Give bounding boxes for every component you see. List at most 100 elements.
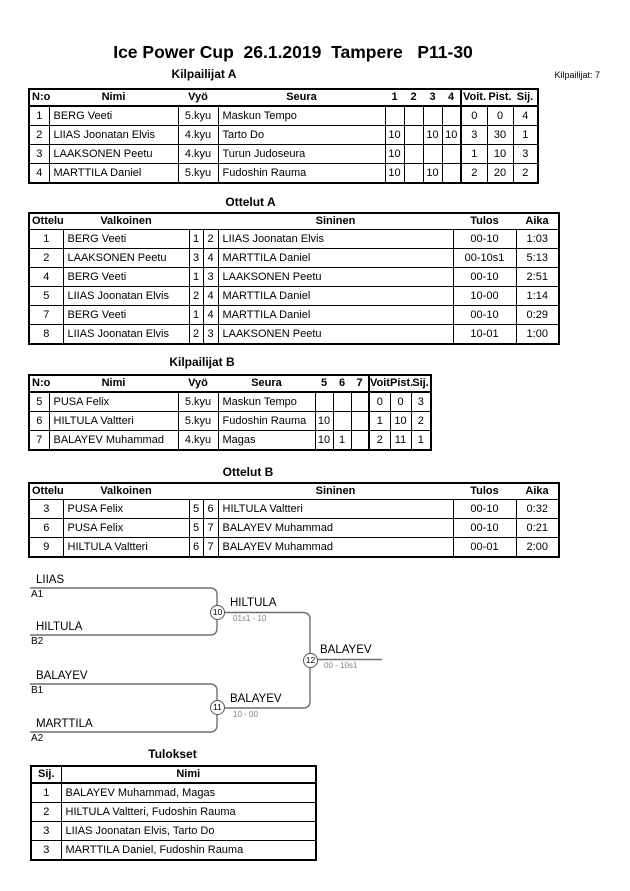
- table-row: 3 LIIAS Joonatan Elvis, Tarto Do: [30, 821, 317, 841]
- matches-b-header-row: Ottelu Valkoinen Sininen Tulos Aika: [29, 482, 559, 500]
- bracket-line-sf2-bottom: [30, 714, 218, 733]
- bracket-match-number-badge: 10: [210, 605, 225, 620]
- cell-name: BALAYEV Muhammad: [48, 430, 179, 451]
- col-header-round3: 3: [423, 88, 442, 107]
- matches-a-heading: Ottelut A: [225, 195, 276, 209]
- table-row: 5 PUSA Felix 5.kyu Maskun Tempo 0 0 3: [28, 391, 432, 412]
- cell-white-no: 6: [188, 537, 204, 558]
- col-header-name: Nimi: [49, 374, 178, 393]
- cell-name: MARTTILA Daniel: [48, 163, 179, 184]
- bracket-winner-label: BALAYEV: [230, 693, 282, 705]
- bracket-line-sf1-top: [30, 587, 218, 606]
- col-header-place: Sij.: [30, 765, 62, 784]
- col-header-club: Seura: [218, 88, 385, 107]
- bracket-competitor-label: HILTULA: [36, 621, 83, 633]
- table-row: 7 BALAYEV Muhammad 4.kyu Magas 10 1 2 11…: [28, 430, 432, 451]
- cell-white-name: BERG Veeti: [62, 305, 190, 325]
- col-header-round2: 2: [404, 88, 423, 107]
- matches-b-heading: Ottelut B: [222, 465, 274, 479]
- cell-result: 00-10: [452, 267, 517, 287]
- cell-name: LAAKSONEN Peetu: [48, 144, 179, 164]
- results-table: Sij. Nimi 1 BALAYEV Muhammad, Magas 2 HI…: [30, 765, 317, 861]
- pool-a-header-row: N:o Nimi Vyö Seura 1 2 3 4 Voit. Pist. S…: [29, 88, 538, 107]
- cell-points: 20: [486, 163, 514, 184]
- col-header-name: Nimi: [49, 88, 178, 107]
- col-header-no: N:o: [29, 374, 50, 393]
- col-header-place: Sij.: [513, 88, 538, 107]
- bracket-match-number-badge: 12: [303, 653, 318, 668]
- cell-round: 10: [314, 430, 334, 451]
- cell-place: 2: [410, 411, 432, 431]
- bracket-line-sf1-winner: [224, 611, 311, 653]
- cell-white-name: PUSA Felix: [62, 518, 190, 538]
- cell-place: 3: [30, 840, 62, 861]
- col-header-belt: Vyö: [178, 374, 218, 393]
- col-header-round7: 7: [351, 374, 369, 393]
- results-header-row: Sij. Nimi: [30, 765, 317, 784]
- table-row: 5 LIIAS Joonatan Elvis 2 4 MARTTILA Dani…: [28, 286, 560, 306]
- cell-time: 1:03: [515, 229, 560, 249]
- cell-name: LIIAS Joonatan Elvis: [48, 125, 179, 145]
- bracket-line-sf1-bottom: [30, 619, 218, 636]
- col-header-belt: Vyö: [178, 88, 218, 107]
- col-header-name: Nimi: [60, 765, 317, 784]
- col-header-club: Seura: [218, 374, 315, 393]
- col-header-wins: Voit.: [460, 88, 487, 107]
- bracket-line-sf2-winner: [224, 667, 311, 709]
- bracket-match-number-badge: 11: [210, 700, 225, 715]
- cell-result: 00-10: [452, 518, 517, 538]
- table-row: 2 LAAKSONEN Peetu 3 4 MARTTILA Daniel 00…: [28, 248, 560, 268]
- col-header-round4: 4: [442, 88, 461, 107]
- table-row: 6 HILTULA Valtteri 5.kyu Fudoshin Rauma …: [28, 411, 432, 431]
- bracket-competitor-label: BALAYEV: [36, 670, 88, 682]
- cell-time: 0:21: [515, 518, 560, 538]
- cell-result: 00-10s1: [452, 248, 517, 268]
- matches-a-table: Ottelu Valkoinen Sininen Tulos Aika 1 BE…: [28, 212, 560, 345]
- participants-count: Kilpailijat: 7: [554, 70, 600, 80]
- cell-white-name: HILTULA Valtteri: [62, 537, 190, 558]
- bracket-champion-label: BALAYEV: [320, 644, 372, 656]
- bracket-score-label: 00 - 10s1: [324, 661, 358, 670]
- cell-white-name: BERG Veeti: [62, 229, 190, 249]
- cell-round: 10: [384, 163, 405, 184]
- table-row: 1 BERG Veeti 5.kyu Maskun Tempo 0 0 4: [28, 105, 539, 126]
- cell-blue-name: BALAYEV Muhammad: [217, 518, 454, 538]
- bracket-winner-label: HILTULA: [230, 597, 277, 609]
- table-row: 6 PUSA Felix 5 7 BALAYEV Muhammad 00-10 …: [28, 518, 560, 538]
- bracket-seed-label: A2: [31, 733, 44, 744]
- cell-belt: 5.kyu: [177, 163, 219, 184]
- cell-time: 0:29: [515, 305, 560, 325]
- col-header-wins: Voit.: [368, 374, 393, 393]
- cell-belt: 4.kyu: [177, 430, 219, 451]
- table-row: 3 LAAKSONEN Peetu 4.kyu Turun Judoseura …: [28, 144, 539, 164]
- pool-b-header-row: N:o Nimi Vyö Seura 5 6 7 Voit. Pist. Sij…: [29, 374, 431, 393]
- cell-blue-name: MARTTILA Daniel: [217, 248, 454, 268]
- pool-a-table: N:o Nimi Vyö Seura 1 2 3 4 Voit. Pist. S…: [28, 88, 539, 184]
- cell-wins: 2: [368, 430, 391, 451]
- pool-b-table: N:o Nimi Vyö Seura 5 6 7 Voit. Pist. Sij…: [28, 374, 432, 451]
- table-row: 7 BERG Veeti 1 4 MARTTILA Daniel 00-10 0…: [28, 305, 560, 325]
- cell-name: BALAYEV Muhammad, Magas: [60, 782, 317, 803]
- cell-white-name: PUSA Felix: [62, 499, 190, 519]
- col-header-no: N:o: [29, 88, 50, 107]
- cell-match-no: 6: [28, 518, 64, 538]
- cell-time: 2:00: [515, 537, 560, 558]
- cell-belt: 5.kyu: [177, 411, 219, 431]
- bracket-score-label: 10 - 00: [233, 710, 258, 719]
- bracket-seed-label: B1: [31, 685, 44, 696]
- cell-belt: 4.kyu: [177, 144, 219, 164]
- table-row: 1 BALAYEV Muhammad, Magas: [30, 782, 317, 803]
- col-header-round1: 1: [385, 88, 404, 107]
- cell-time: 1:00: [515, 324, 560, 345]
- table-row: 3 PUSA Felix 5 6 HILTULA Valtteri 00-10 …: [28, 499, 560, 519]
- pool-b-heading: Kilpailijat B: [169, 355, 235, 369]
- col-header-blue: Sininen: [218, 482, 453, 500]
- cell-white-name: LIIAS Joonatan Elvis: [62, 286, 190, 306]
- table-row: 8 LIIAS Joonatan Elvis 2 3 LAAKSONEN Pee…: [28, 324, 560, 345]
- cell-place: 3: [512, 144, 539, 164]
- cell-blue-name: LAAKSONEN Peetu: [217, 324, 454, 345]
- col-header-match: Ottelu: [29, 482, 64, 500]
- bracket-competitor-label: MARTTILA: [36, 718, 93, 730]
